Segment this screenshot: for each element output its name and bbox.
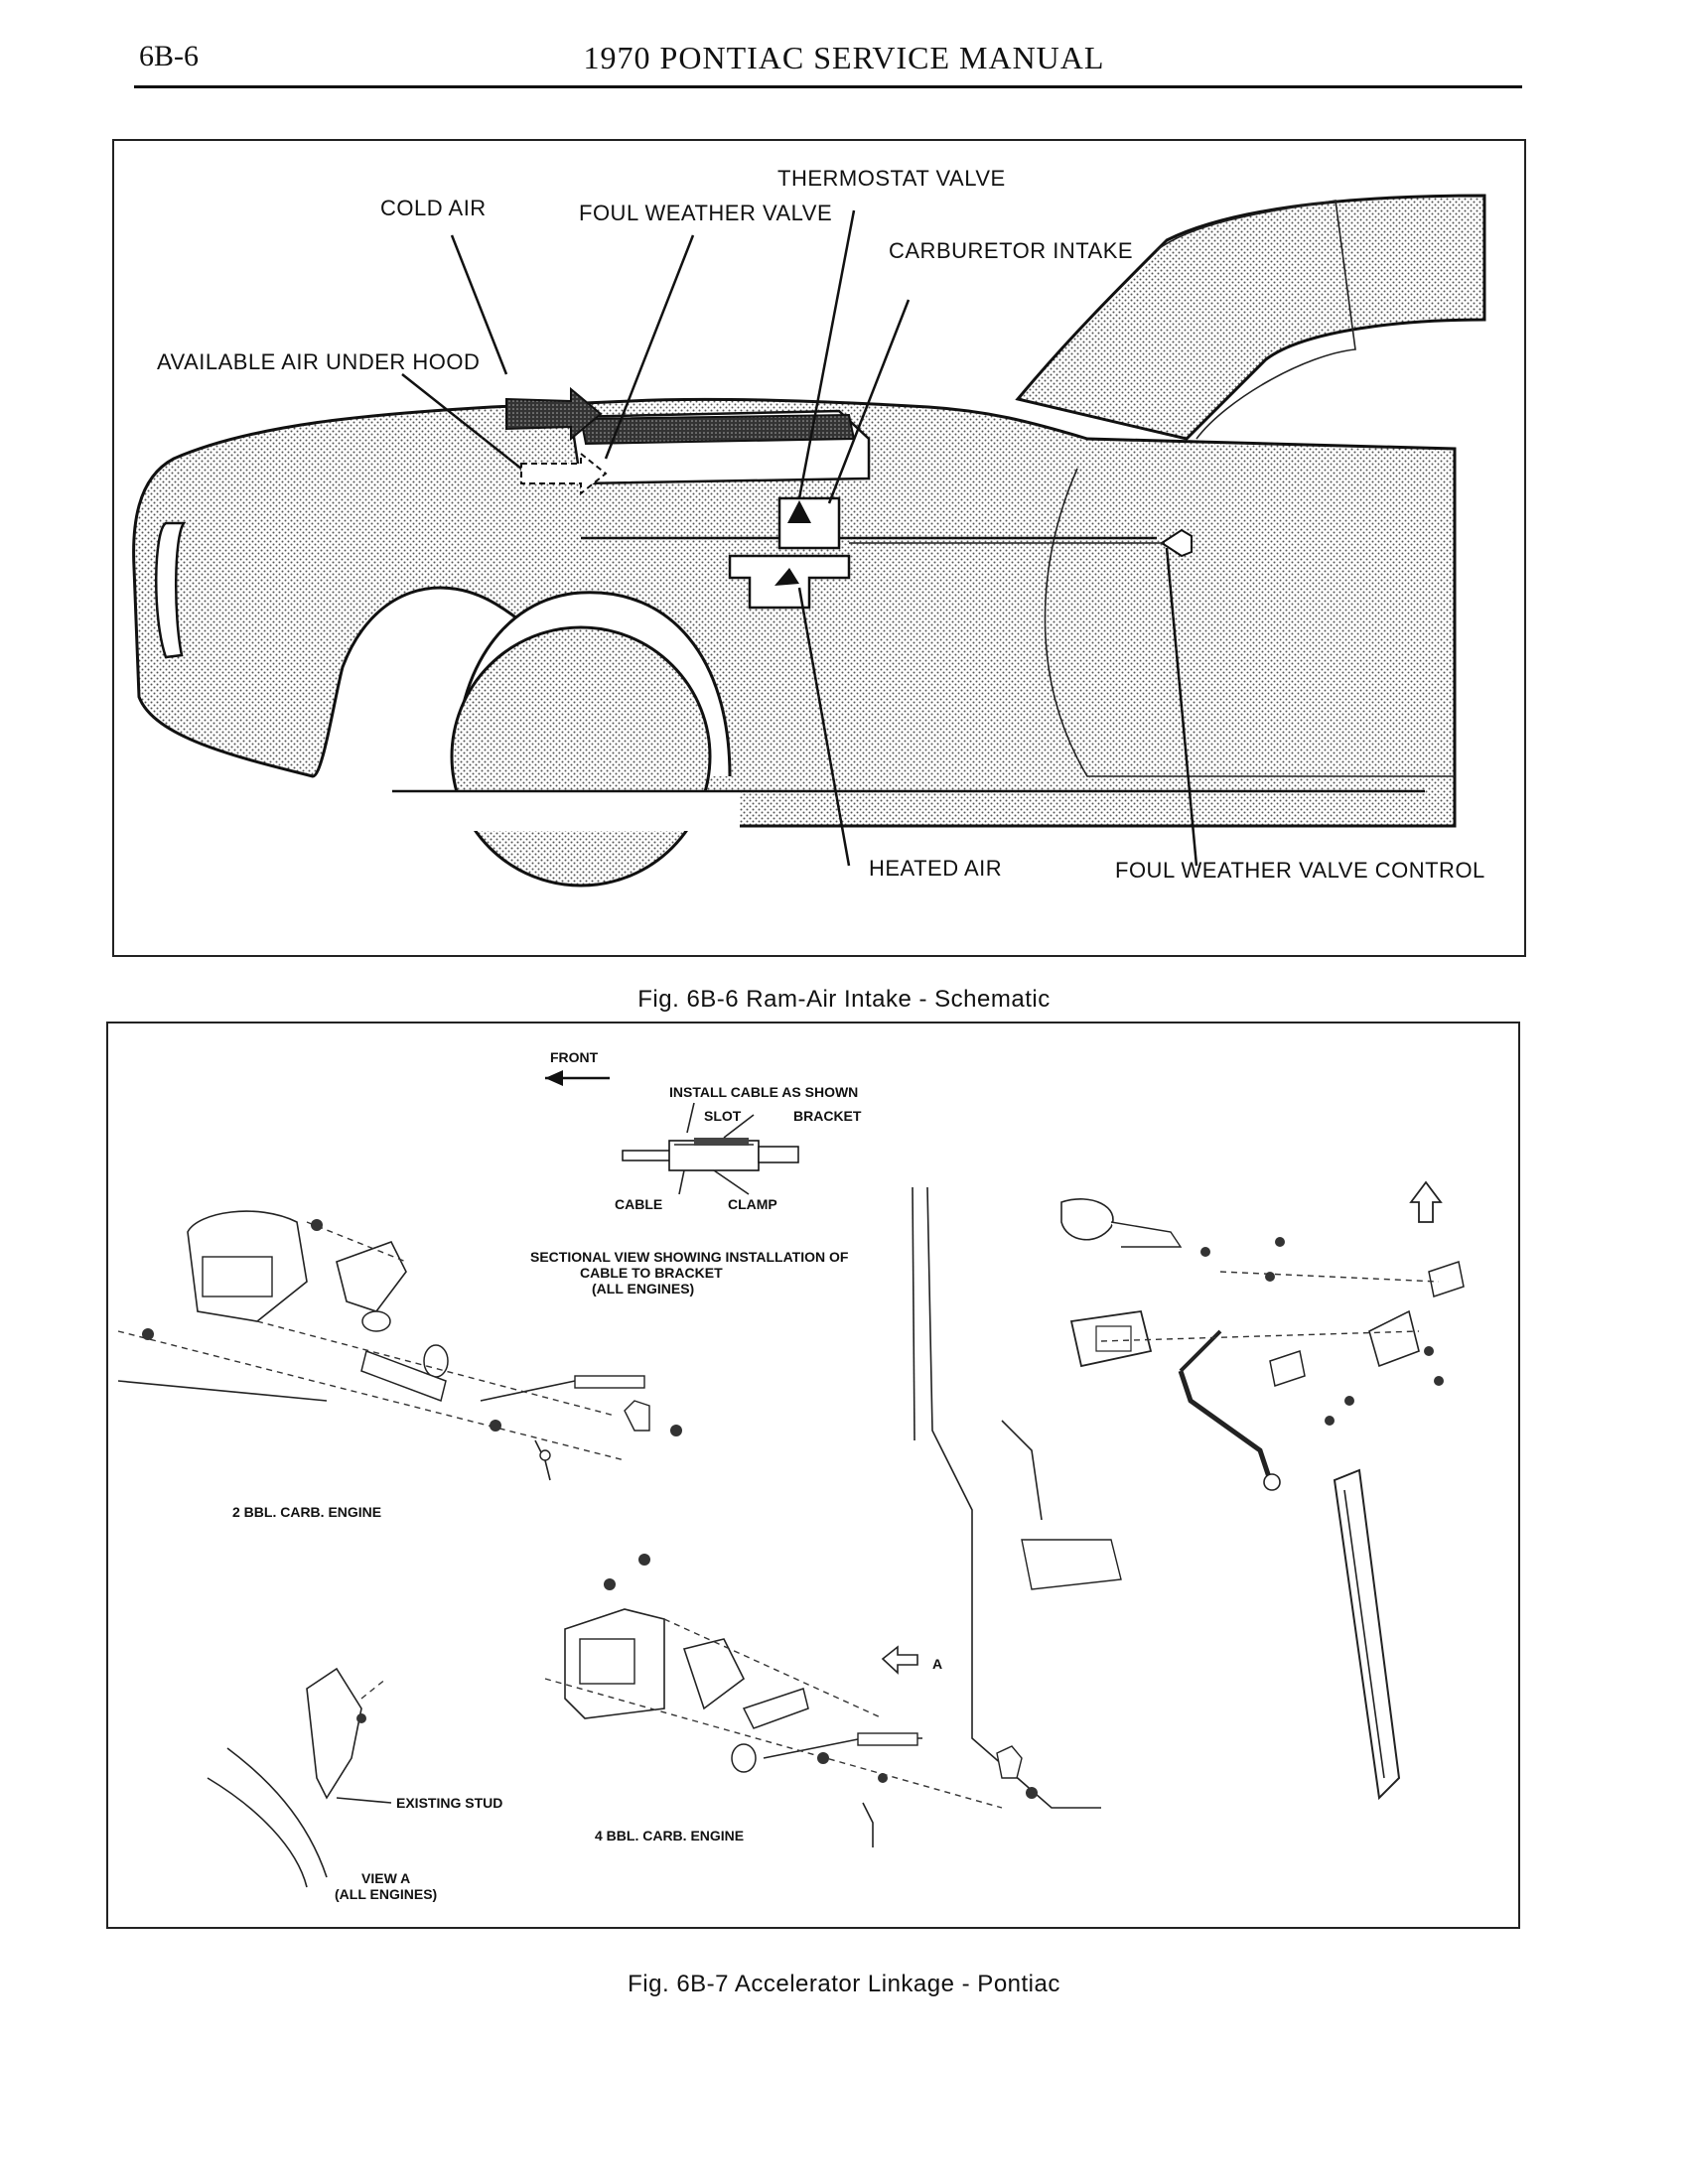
label-view-a-engines: (ALL ENGINES) <box>335 1886 437 1902</box>
label-front: FRONT <box>550 1049 599 1065</box>
updraft-arrow <box>787 500 811 523</box>
car-body <box>132 397 1457 828</box>
label-sectional-1: SECTIONAL VIEW SHOWING INSTALLATION OF <box>530 1249 849 1265</box>
window-opening <box>1156 200 1356 440</box>
running-title: 1970 PONTIAC SERVICE MANUAL <box>583 40 1105 75</box>
label-two-bbl: 2 BBL. CARB. ENGINE <box>232 1504 381 1520</box>
four-bbl-linkage-drawing <box>544 1554 1038 1847</box>
wheel-clip <box>442 791 740 831</box>
front-arrow-head <box>545 1070 563 1086</box>
heated-air-arrow <box>774 568 799 586</box>
label-sectional-2: CABLE TO BRACKET <box>580 1265 723 1281</box>
hood-air-arrow <box>520 451 608 496</box>
valve-control-knob <box>1160 528 1193 558</box>
leader-valve-control <box>1165 547 1198 867</box>
leader-cold-air <box>450 234 508 375</box>
ram-air-illustration: COLD AIR FOUL WEATHER VALVE THERMOSTAT V… <box>132 166 1486 887</box>
label-carburetor-intake: CARBURETOR INTAKE <box>889 238 1133 263</box>
view-a-drawing <box>207 1667 392 1888</box>
cold-air-arrow <box>505 386 603 442</box>
page-number: 6B-6 <box>139 40 199 72</box>
roof-pillar <box>1015 194 1486 441</box>
label-slot: SLOT <box>704 1108 742 1124</box>
figure-accelerator-linkage: FRONT INSTALL CABLE AS SHOWN SLOT BRACKE… <box>106 1022 1520 1929</box>
label-heated-air: HEATED AIR <box>869 856 1002 881</box>
label-existing-stud: EXISTING STUD <box>396 1795 502 1811</box>
figure-ram-air-schematic: COLD AIR FOUL WEATHER VALVE THERMOSTAT V… <box>112 139 1526 957</box>
figure-6b7-caption: Fig. 6B-7 Accelerator Linkage - Pontiac <box>628 1971 1060 1997</box>
label-four-bbl: 4 BBL. CARB. ENGINE <box>595 1828 744 1843</box>
label-view-a: VIEW A <box>361 1870 410 1886</box>
two-bbl-linkage-drawing <box>117 1210 682 1481</box>
label-thermostat-valve: THERMOSTAT VALVE <box>777 166 1006 191</box>
sectional-cable-detail <box>622 1102 799 1195</box>
leader-thermostat-valve <box>797 209 856 499</box>
label-valve-control: FOUL WEATHER VALVE CONTROL <box>1115 858 1485 883</box>
label-install-cable: INSTALL CABLE AS SHOWN <box>669 1084 858 1100</box>
figure-6b6-caption: Fig. 6B-6 Ram-Air Intake - Schematic <box>637 986 1051 1013</box>
header-rule <box>134 85 1522 88</box>
label-cable: CABLE <box>615 1196 662 1212</box>
pedal-assembly-drawing <box>912 1180 1465 1809</box>
headlight-opening <box>155 521 187 659</box>
door-line <box>1044 468 1455 777</box>
leader-carburetor-intake <box>827 299 911 504</box>
leader-available-air <box>401 373 522 470</box>
label-cold-air: COLD AIR <box>380 196 487 220</box>
label-foul-weather-valve: FOUL WEATHER VALVE <box>579 201 832 225</box>
leader-heated-air <box>797 587 851 867</box>
linkage-illustration: FRONT INSTALL CABLE AS SHOWN SLOT BRACKE… <box>117 1049 1465 1902</box>
label-available-air: AVAILABLE AIR UNDER HOOD <box>157 349 480 374</box>
front-wheel <box>450 625 712 887</box>
label-view-marker: A <box>932 1656 942 1672</box>
label-bracket: BRACKET <box>793 1108 862 1124</box>
label-sectional-3: (ALL ENGINES) <box>592 1281 694 1297</box>
leader-foul-weather-valve <box>604 234 695 460</box>
label-clamp: CLAMP <box>728 1196 777 1212</box>
